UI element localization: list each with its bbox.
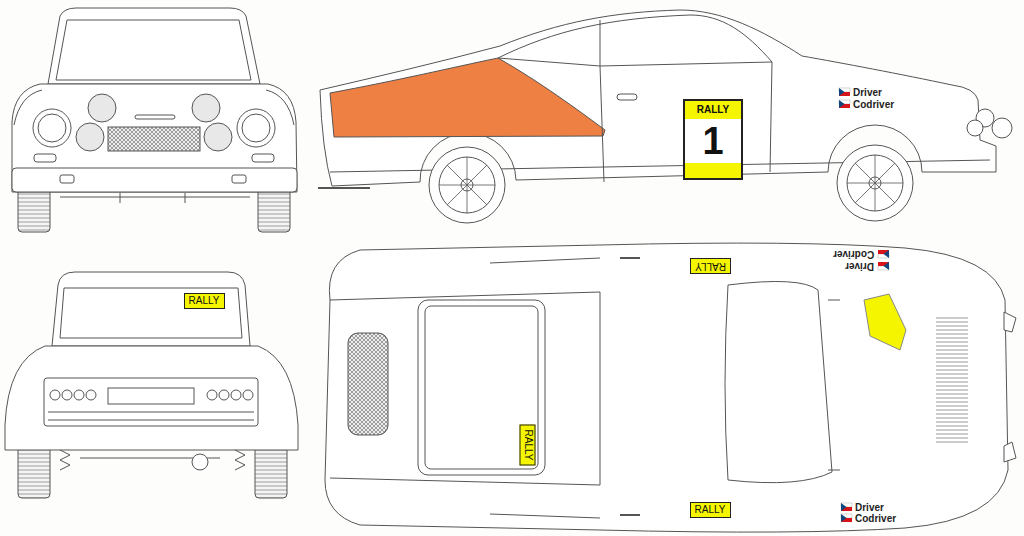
front-view xyxy=(12,8,297,232)
side-view xyxy=(318,187,370,189)
rally-door-plate: RALLY xyxy=(690,502,731,518)
rear-view xyxy=(5,272,298,498)
rear-view xyxy=(52,272,250,346)
top-view xyxy=(418,300,545,475)
rear-view xyxy=(5,346,298,450)
rear-view xyxy=(207,390,217,400)
front-view xyxy=(192,94,220,122)
front-view xyxy=(56,20,251,80)
crew-name: Codriver xyxy=(855,513,896,524)
czech-flag xyxy=(839,100,850,108)
rear-view xyxy=(74,390,84,400)
front-view xyxy=(242,114,270,142)
front-view xyxy=(60,175,74,183)
wheel xyxy=(837,145,913,221)
rear-view xyxy=(86,390,96,400)
wheel xyxy=(847,155,903,211)
front-view xyxy=(60,193,250,203)
rear-view xyxy=(60,288,242,338)
side-view xyxy=(498,15,772,66)
front-view xyxy=(135,115,175,119)
top-view xyxy=(936,318,968,442)
crew-name: Codriver xyxy=(853,99,894,110)
front-view xyxy=(108,127,200,151)
czech-flag xyxy=(878,262,889,270)
top-view xyxy=(325,243,1016,532)
top-view xyxy=(330,292,600,485)
rear-view xyxy=(243,390,253,400)
wheel xyxy=(429,147,505,223)
rear-view xyxy=(219,390,229,400)
wheel xyxy=(439,157,495,213)
rear-view xyxy=(62,390,72,400)
czech-flag xyxy=(841,503,852,511)
side-view xyxy=(318,10,1012,223)
side-view xyxy=(330,58,605,137)
czech-flag xyxy=(839,88,850,96)
top-view xyxy=(725,281,832,482)
czech-flag xyxy=(839,88,889,522)
rear-view xyxy=(108,388,194,404)
top-view xyxy=(425,306,538,469)
front-view xyxy=(237,109,275,147)
wheel xyxy=(439,157,495,213)
front-view xyxy=(34,154,56,162)
start-number: 1 xyxy=(685,119,741,163)
crew-name: Driver xyxy=(853,87,882,98)
wheel xyxy=(837,145,913,221)
front-view xyxy=(232,175,246,183)
rear-view xyxy=(50,390,60,400)
front-view xyxy=(38,114,66,142)
front-view xyxy=(12,84,297,192)
crew-name: Driver xyxy=(855,502,884,513)
top-view xyxy=(1004,312,1016,462)
front-view xyxy=(88,94,116,122)
czech-flag xyxy=(841,514,852,522)
car-blueprint xyxy=(5,8,1016,532)
side-view xyxy=(617,94,637,100)
side-view xyxy=(992,118,1012,138)
sticker-text: RALLY xyxy=(521,430,533,461)
wheel xyxy=(847,155,903,211)
crew-name: Codriver xyxy=(833,249,874,260)
sticker-text: RALLY xyxy=(695,504,726,516)
front-view xyxy=(33,109,71,147)
rear-view xyxy=(60,450,245,470)
sticker-text: RALLY xyxy=(189,295,220,307)
rear-view xyxy=(48,412,254,420)
rally-door-plate: RALLY xyxy=(690,258,731,274)
crew-name: Driver xyxy=(845,261,874,272)
front-view xyxy=(48,8,260,84)
rear-view xyxy=(44,378,258,426)
start-number-plate: RALLY1 xyxy=(683,99,743,180)
rear-view xyxy=(192,454,208,470)
rally-sticker: RALLY xyxy=(519,425,535,466)
top-view xyxy=(325,243,1008,532)
front-view xyxy=(18,188,50,232)
wheel xyxy=(429,147,505,223)
front-view xyxy=(258,188,290,232)
sticker-text: RALLY xyxy=(695,260,726,272)
top-view xyxy=(490,258,840,518)
rally-sticker: RALLY xyxy=(184,293,225,309)
front-view xyxy=(76,123,104,151)
side-view xyxy=(967,120,983,136)
top-view xyxy=(348,333,388,435)
czech-flag xyxy=(878,250,889,258)
rear-view xyxy=(231,390,241,400)
front-view xyxy=(252,154,274,162)
front-view xyxy=(204,123,232,151)
sticker-text: RALLY xyxy=(685,101,741,119)
top-view xyxy=(864,294,906,350)
top-view xyxy=(620,258,640,515)
front-view xyxy=(12,168,297,192)
